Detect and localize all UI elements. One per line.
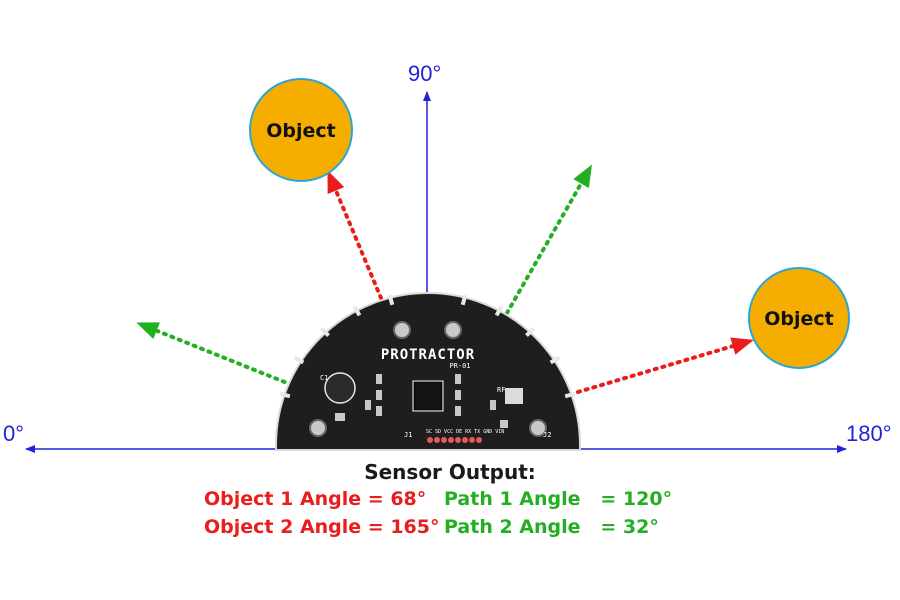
pin-labels: SC SD VCC DE RX TX GND VIN — [426, 429, 504, 435]
mount-hole — [444, 321, 462, 339]
object-1-arrow — [327, 170, 383, 300]
capacitor — [324, 372, 356, 404]
object-2-label: Object — [764, 308, 834, 330]
object-1-label: Object — [266, 120, 336, 142]
mount-hole — [393, 321, 411, 339]
path-2-arrow — [136, 322, 294, 387]
sensor-output-title: Sensor Output: — [364, 460, 536, 484]
board-edge-sensors — [279, 294, 576, 399]
mount-hole — [309, 419, 327, 437]
object-1-angle: Object 1 Angle = 68° — [204, 488, 427, 510]
board-model: PR-01 — [449, 362, 470, 370]
object-2: Object — [748, 267, 850, 369]
axis-label-90: 90° — [408, 61, 441, 86]
path-1-arrow — [505, 164, 592, 315]
board-label-j1: J1 — [404, 431, 412, 439]
board-label-rf: RF — [497, 386, 505, 394]
board-title: PROTRACTOR — [381, 347, 475, 363]
capacitor-label: C1 — [320, 374, 328, 382]
path-2-angle: Path 2 Angle = 32° — [444, 516, 659, 538]
object-1: Object — [249, 78, 353, 182]
axis-label-180: 180° — [846, 421, 892, 446]
axis-label-0: 0° — [3, 421, 24, 446]
protractor-board: C1 PROTRACTOR PR-01 RF J1 J2 — [275, 292, 581, 451]
object-2-angle: Object 2 Angle = 165° — [204, 516, 440, 538]
path-1-angle: Path 1 Angle = 120° — [444, 488, 673, 510]
mount-hole — [529, 419, 547, 437]
board-label-j2: J2 — [543, 431, 551, 439]
pin-header — [427, 437, 482, 443]
object-2-arrow — [576, 337, 754, 394]
smd-components — [335, 374, 523, 428]
